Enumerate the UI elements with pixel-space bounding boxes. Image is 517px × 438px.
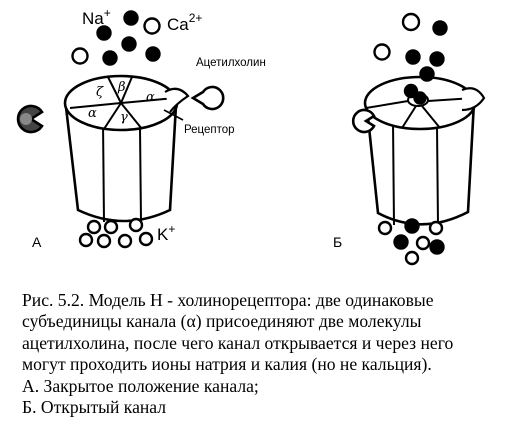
k-ion: [128, 217, 144, 233]
k-ion: [138, 231, 154, 247]
caption-line: субъединицы канала (α) присоединяют две …: [22, 311, 422, 332]
na-ion: [404, 218, 420, 234]
k-ion: [117, 233, 133, 249]
k-ion: [103, 219, 119, 235]
na-ion: [145, 46, 161, 62]
k-ion: [377, 220, 393, 236]
na-ion: [429, 51, 445, 67]
subunit-beta: β: [117, 80, 126, 95]
k-ion: [96, 233, 112, 249]
receptor-label: Рецептор: [184, 124, 235, 136]
na-ion: [96, 25, 112, 41]
panel-a-label: А: [32, 234, 42, 250]
subunit-zeta: ζ: [96, 85, 104, 100]
acetylcholine-molecule-left-a: [16, 104, 44, 134]
na-label: Na+: [82, 6, 111, 28]
acetylcholine-label: Ацетилхолин: [196, 57, 266, 69]
ions-panel-a: [71, 10, 161, 249]
subunit-alpha-right: α: [146, 90, 155, 105]
ca-ion: [143, 17, 161, 35]
na-ion: [405, 49, 421, 65]
figure-caption: Рис. 5.2. Модель Н - холинорецептора: дв…: [22, 290, 512, 418]
panel-a-closed-channel: [63, 74, 190, 223]
ca-ion: [71, 47, 89, 65]
na-ion: [413, 91, 427, 105]
subunit-gamma: γ: [120, 110, 128, 125]
k-ion: [86, 219, 102, 235]
acetylcholine-molecule-right-a: [190, 85, 225, 111]
na-ion: [102, 50, 118, 66]
subunit-alpha-left: α: [88, 106, 97, 121]
k-ion: [415, 235, 431, 251]
k-label: K+: [157, 222, 175, 244]
na-ion: [393, 234, 409, 250]
k-ion: [404, 250, 420, 266]
na-ion: [123, 10, 139, 26]
caption-line: Рис. 5.2. Модель Н - холинорецептора: дв…: [22, 290, 434, 310]
na-ion: [432, 20, 448, 36]
ca-ion: [373, 43, 391, 61]
ca-label: Ca2+: [167, 11, 202, 34]
caption-line: А. Закрытое положение канала;: [22, 375, 259, 396]
k-ion: [428, 220, 444, 236]
caption-line: Б. Открытый канал: [22, 397, 167, 418]
receptor-site: [164, 87, 190, 113]
na-ion: [121, 36, 137, 52]
caption-line: могут проходить ионы натрия и калия (но …: [22, 354, 432, 375]
caption-line: ацетилхолина, после чего канал открывает…: [22, 332, 454, 353]
acetylcholine-bound-left-b: [351, 108, 376, 134]
channel-body-a: [64, 104, 178, 223]
na-ion: [429, 239, 445, 255]
na-ion: [403, 83, 419, 99]
panel-b-label: Б: [333, 234, 342, 250]
k-ion: [78, 232, 94, 248]
na-ion: [419, 66, 435, 82]
ca-ion: [401, 12, 421, 32]
ions-panel-b: [373, 12, 448, 266]
